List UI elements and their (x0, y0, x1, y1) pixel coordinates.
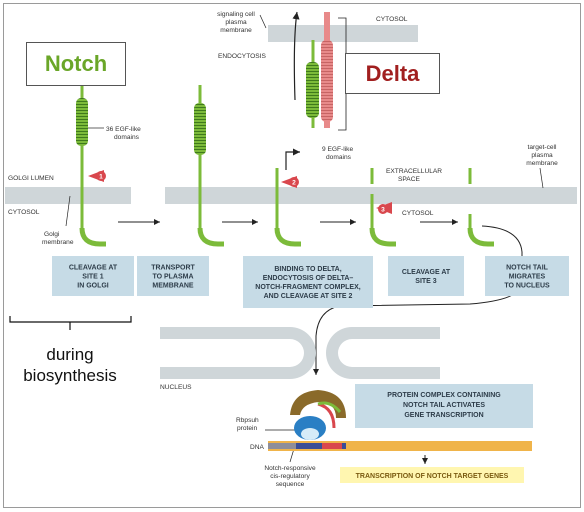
site-1-number: 1 (99, 174, 103, 181)
complex-box (355, 384, 533, 428)
notch-molecule-golgi (76, 82, 106, 247)
step-box-4 (388, 256, 464, 296)
target-cell-label-2: plasma (531, 152, 553, 159)
delta-notch-complex (285, 11, 347, 170)
extracellular-label-2: SPACE (398, 176, 420, 183)
dna-strand (268, 441, 532, 451)
step-box-texts: CLEAVAGE AT SITE 1 IN GOLGI TRANSPORT TO PLA… (69, 265, 550, 301)
during-biosynthesis-label: during biosynthesis (10, 344, 130, 386)
endocytosis-arrow (292, 11, 300, 101)
step-box-5-line: MIGRATES (509, 274, 546, 281)
rbpsuh-label-2: protein (237, 425, 257, 432)
cytosol-top-label: CYTOSOL (376, 16, 408, 23)
step-box-1-line: CLEAVAGE AT (69, 265, 118, 272)
extracellular-label-1: EXTRACELLULAR (386, 168, 442, 175)
cis-regulatory-sequence (322, 443, 342, 449)
step-box-3 (243, 256, 373, 308)
transcription-text: TRANSCRIPTION OF NOTCH TARGET GENES (356, 473, 509, 480)
egf9-label-2: domains (326, 154, 352, 161)
delta-protein (321, 40, 333, 122)
complex-box-line: NOTCH TAIL ACTIVATES (403, 402, 485, 409)
signaling-cell-label-2: plasma (225, 19, 247, 26)
step-box-3-line: NOTCH-FRAGMENT COMPLEX, (255, 284, 360, 291)
step-box-2-line: TRANSPORT (151, 265, 195, 272)
golgi-membrane-label-1: Golgi (44, 231, 60, 238)
nuclear-envelope (160, 327, 440, 379)
step-box-1 (52, 256, 134, 296)
biosynthesis-line: biosynthesis (23, 366, 117, 385)
notch-extracellular-fragment (306, 62, 319, 118)
biosynthesis-bracket (9, 316, 132, 330)
golgi-membrane-label-2: membrane (42, 239, 74, 246)
site-2-number: 2 (292, 180, 296, 187)
notch-molecule-transported (194, 85, 224, 247)
step-box-4-line: SITE 3 (415, 278, 437, 285)
cis-label-2: cis-regulatory (270, 473, 310, 480)
notch-molecule-site3 (369, 168, 396, 247)
signaling-cell-label-1: signaling cell (217, 11, 255, 18)
notch-molecule-binding (274, 168, 301, 247)
egf9-label-1: 9 EGF-like (322, 146, 353, 153)
cis-label-3: sequence (276, 481, 305, 488)
target-cell-label-3: membrane (526, 160, 558, 167)
rbpsuh-label-1: Rbpsuh (236, 417, 259, 424)
cleavage-site-2-marker: 2 (281, 176, 299, 188)
dna-label: DNA (250, 444, 265, 451)
step-box-5 (485, 256, 569, 296)
complex-box-text: PROTEIN COMPLEX CONTAINING NOTCH TAIL ACT… (387, 392, 501, 419)
cleavage-site-1-marker: 1 (88, 170, 106, 182)
notch-molecule-tail (467, 168, 494, 247)
step-box-3-line: AND CLEAVAGE AT SITE 2 (264, 293, 353, 300)
notch-title: Notch (44, 51, 108, 76)
signaling-cell-membrane (268, 25, 418, 42)
signaling-cell-label-3: membrane (220, 27, 252, 34)
during-line: during (46, 345, 94, 364)
step-box-3-line: BINDING TO DELTA, (274, 266, 341, 273)
cis-label-1: Notch-responsive (264, 465, 316, 472)
cleavage-site-3-marker: 3 (376, 202, 392, 214)
step-box-3-line: ENDOCYTOSIS OF DELTA– (263, 275, 354, 282)
complex-box-line: GENE TRANSCRIPTION (404, 412, 483, 419)
delta-title: Delta (365, 60, 420, 86)
egf36-label-1: 36 EGF-like (106, 126, 141, 133)
nucleus-label: NUCLEUS (160, 384, 192, 391)
step-box-2-line: MEMBRANE (152, 283, 194, 290)
notch-title-box: Notch (26, 42, 126, 86)
golgi-lumen-label: GOLGI LUMEN (8, 175, 54, 182)
cytosol-mid-label: CYTOSOL (402, 210, 434, 217)
step-box-1-line: IN GOLGI (77, 283, 109, 290)
site-3-number: 3 (381, 207, 385, 214)
protein-complex (290, 390, 346, 440)
release-arrow (285, 148, 300, 170)
step-box-1-line: SITE 1 (82, 274, 104, 281)
complex-box-line: PROTEIN COMPLEX CONTAINING (387, 392, 501, 399)
target-cell-label-1: target-cell (528, 144, 557, 151)
step-box-2 (137, 256, 209, 296)
step-box-2-line: TO PLASMA (152, 274, 193, 281)
tail-to-nucleus-arrow (313, 225, 523, 375)
cytosol-left-label: CYTOSOL (8, 209, 40, 216)
step-box-5-line: TO NUCLEUS (504, 283, 550, 290)
delta-title-box: Delta (345, 53, 440, 94)
endocytosis-label: ENDOCYTOSIS (218, 53, 266, 60)
golgi-membrane (5, 187, 131, 204)
step-box-5-line: NOTCH TAIL (506, 265, 549, 272)
step-box-4-line: CLEAVAGE AT (402, 269, 451, 276)
egf36-label-2: domains (114, 134, 140, 141)
transcription-box (340, 467, 524, 483)
